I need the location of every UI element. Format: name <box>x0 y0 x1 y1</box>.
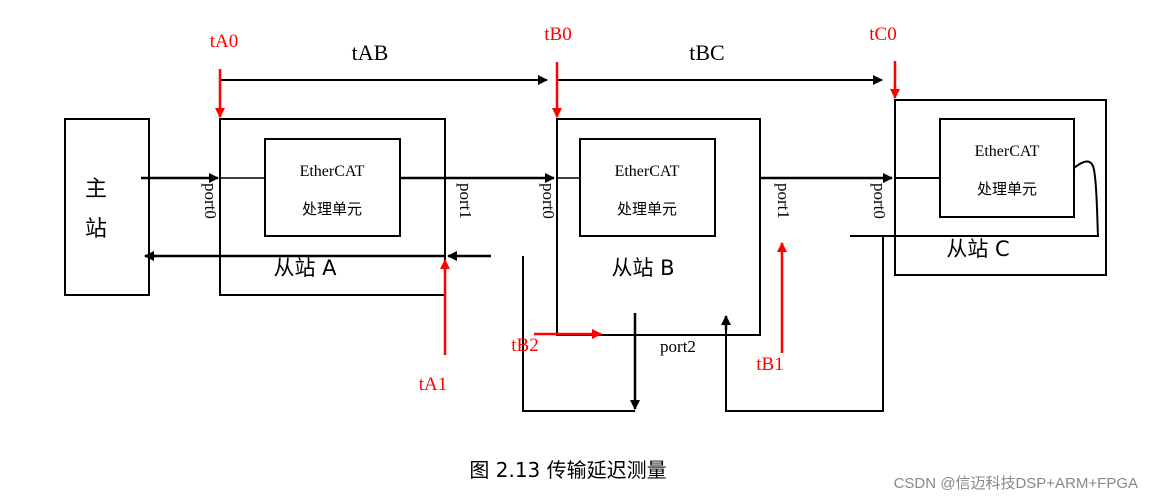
label-tA1: tA1 <box>419 374 448 395</box>
label-tB0: tB0 <box>544 24 571 45</box>
figure-caption: 图 2.13 传输延迟测量 <box>469 458 666 482</box>
slave-b: EtherCAT 处理单元 从站 B <box>556 118 761 336</box>
slave-b-label: 从站 B <box>611 256 674 280</box>
slave-b-port2-label: port2 <box>660 337 696 356</box>
slave-c-unit-line2: 处理单元 <box>977 180 1037 198</box>
slave-c-loopback <box>850 160 1100 237</box>
master-station-box <box>64 118 150 296</box>
slave-a-unit-box <box>264 138 401 237</box>
slave-a-unit-line1: EtherCAT <box>300 163 365 180</box>
slave-a-label: 从站 A <box>273 256 337 280</box>
master-label-1: 主 <box>85 177 107 202</box>
slave-b-box <box>556 118 761 336</box>
slave-c-port0-label: port0 <box>870 183 889 219</box>
master-label-2: 站 <box>85 217 107 242</box>
slave-a: EtherCAT 处理单元 从站 A <box>219 118 446 296</box>
slave-c-unit-line1: EtherCAT <box>975 143 1040 160</box>
slave-a-port1-label: port1 <box>456 183 475 219</box>
label-tC0: tC0 <box>869 24 896 45</box>
slave-a-unit-line2: 处理单元 <box>302 200 362 218</box>
label-tBC: tBC <box>689 40 724 65</box>
slave-a-port0-label: port0 <box>201 183 220 219</box>
label-tAB: tAB <box>352 40 389 65</box>
label-tB1: tB1 <box>756 354 783 375</box>
slave-b-port0-label: port0 <box>539 183 558 219</box>
slave-b-unit-line1: EtherCAT <box>615 163 680 180</box>
slave-c: EtherCAT 处理单元 从站 C <box>850 99 1107 276</box>
label-tB2: tB2 <box>511 335 538 356</box>
slave-b-port1-label: port1 <box>774 183 793 219</box>
slave-c-label: 从站 C <box>946 237 1009 261</box>
slave-a-box <box>219 118 446 296</box>
slave-c-unit-box <box>939 118 1075 218</box>
slave-b-unit-box <box>579 138 716 237</box>
slave-c-box <box>894 99 1107 276</box>
watermark: CSDN @信迈科技DSP+ARM+FPGA <box>894 475 1138 492</box>
port2-loop <box>522 236 884 412</box>
slave-b-unit-line2: 处理单元 <box>617 200 677 218</box>
label-tA0: tA0 <box>210 31 239 52</box>
